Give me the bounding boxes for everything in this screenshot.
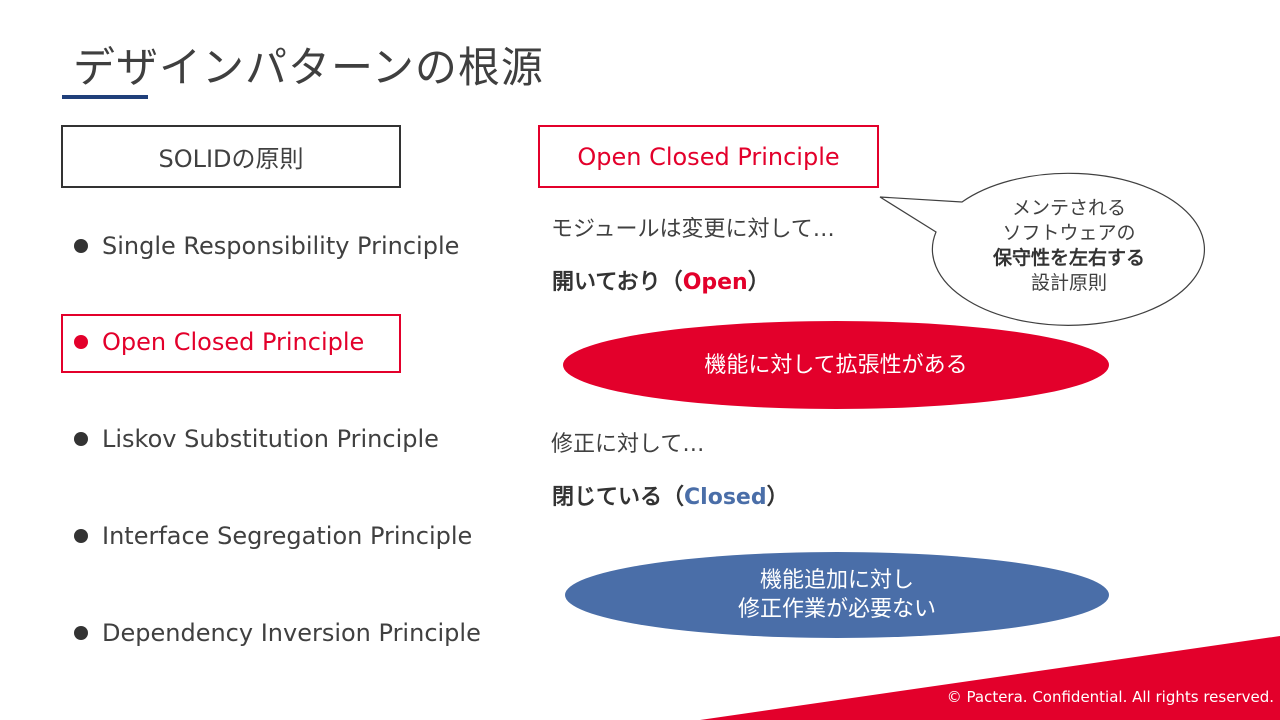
ocp-header-label: Open Closed Principle bbox=[577, 142, 840, 171]
principle-item-srp: Single Responsibility Principle bbox=[74, 226, 459, 266]
bullet-icon bbox=[74, 335, 88, 349]
speech-bubble-text: メンテされる ソフトウェアの 保守性を左右する 設計原則 bbox=[940, 196, 1198, 296]
bubble-line2: ソフトウェアの bbox=[1002, 222, 1136, 244]
principle-item-lsp: Liskov Substitution Principle bbox=[74, 419, 439, 459]
open-ellipse: 機能に対して拡張性がある bbox=[563, 321, 1109, 409]
principle-label: Single Responsibility Principle bbox=[102, 232, 460, 260]
closed-statement: 閉じている（Closed） bbox=[552, 479, 789, 511]
bubble-line3: 保守性を左右する bbox=[992, 247, 1145, 269]
principle-item-dip: Dependency Inversion Principle bbox=[74, 613, 481, 653]
bubble-line4: 設計原則 bbox=[1030, 272, 1107, 294]
bullet-icon bbox=[74, 432, 88, 446]
closed-statement-suffix: ） bbox=[766, 485, 789, 510]
principle-label: Dependency Inversion Principle bbox=[102, 619, 481, 647]
principle-label: Open Closed Principle bbox=[102, 328, 365, 356]
open-keyword: Open bbox=[682, 270, 748, 295]
ocp-header: Open Closed Principle bbox=[538, 125, 879, 188]
closed-ellipse-line2: 修正作業が必要ない bbox=[737, 597, 936, 622]
principle-label: Liskov Substitution Principle bbox=[102, 425, 439, 453]
open-ellipse-text: 機能に対して拡張性がある bbox=[704, 352, 968, 378]
copyright-footer: © Pactera. Confidential. All rights rese… bbox=[946, 688, 1274, 706]
bullet-icon bbox=[74, 529, 88, 543]
principle-item-isp: Interface Segregation Principle bbox=[74, 516, 472, 556]
open-statement-suffix: ） bbox=[747, 270, 770, 295]
closed-keyword: Closed bbox=[684, 485, 767, 510]
bullet-icon bbox=[74, 239, 88, 253]
closed-statement-prefix: 閉じている（ bbox=[552, 485, 685, 510]
open-statement: 開いており（Open） bbox=[552, 264, 770, 296]
page-title: デザインパターンの根源 bbox=[73, 43, 544, 92]
open-intro: モジュールは変更に対して… bbox=[551, 217, 835, 242]
principle-item-ocp: Open Closed Principle bbox=[74, 322, 364, 362]
solid-principles-header-label: SOLIDの原則 bbox=[158, 145, 304, 173]
solid-principles-header: SOLIDの原則 bbox=[61, 125, 401, 188]
title-underline bbox=[62, 95, 148, 99]
closed-ellipse-line1: 機能追加に対し bbox=[759, 568, 914, 593]
active-principle-frame bbox=[61, 314, 401, 373]
principle-label: Interface Segregation Principle bbox=[102, 522, 473, 550]
closed-intro: 修正に対して… bbox=[551, 432, 705, 457]
closed-ellipse: 機能追加に対し 修正作業が必要ない bbox=[565, 552, 1109, 638]
bubble-line1: メンテされる bbox=[1011, 197, 1126, 219]
open-statement-prefix: 開いており（ bbox=[552, 270, 683, 295]
bullet-icon bbox=[74, 626, 88, 640]
